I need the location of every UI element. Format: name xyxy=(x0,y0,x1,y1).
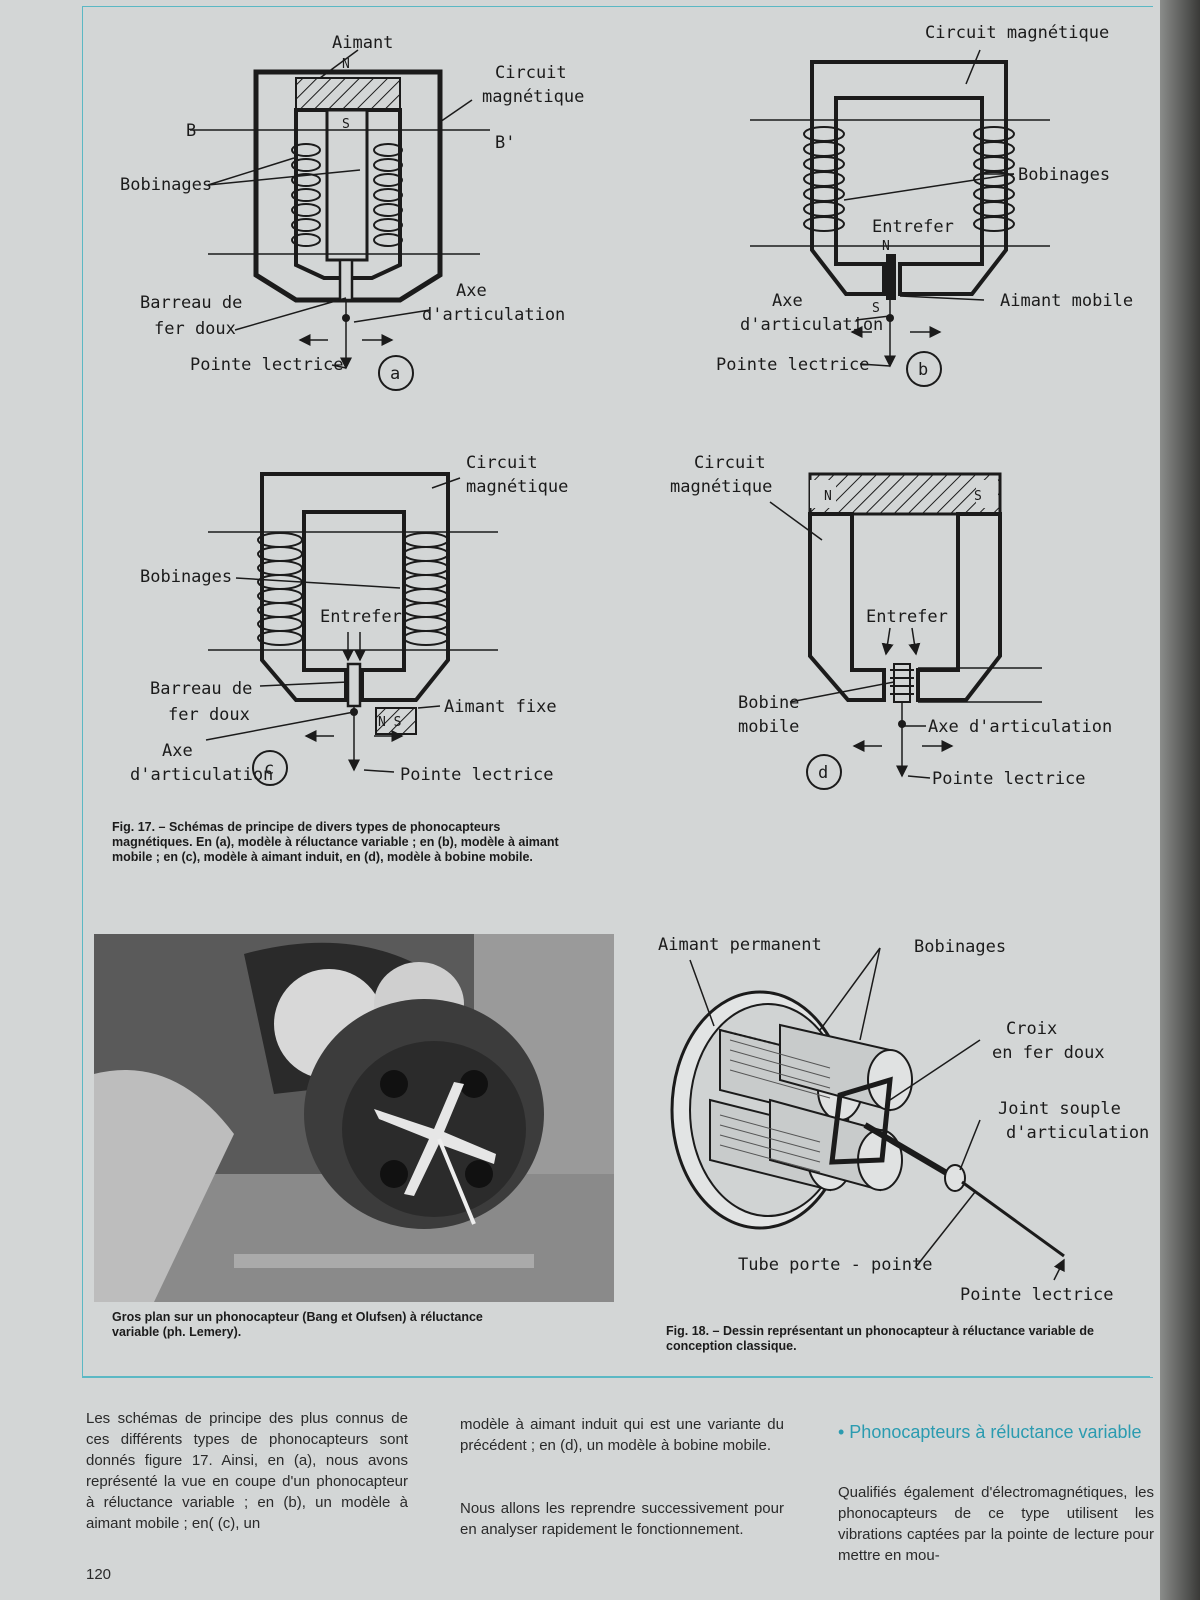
fig17b-label-aimant: Aimant mobile xyxy=(1000,291,1133,311)
fig17c-label-articulation: d'articulation xyxy=(130,765,273,785)
photo-caption: Gros plan sur un phonocapteur (Bang et O… xyxy=(112,1310,483,1339)
fig17c-label-bobinages: Bobinages xyxy=(140,567,232,587)
fig17a-label-b: B xyxy=(186,121,196,141)
fig17b-label-n: N xyxy=(882,239,890,254)
fig17c-letter: c xyxy=(264,759,274,779)
fig17d-label-mobile: mobile xyxy=(738,717,799,737)
body-column-2-p2: Nous allons les reprendre successivement… xyxy=(460,1500,784,1538)
fig17b-letter: b xyxy=(918,360,928,380)
fig18-label-fer-doux: en fer doux xyxy=(992,1043,1105,1063)
fig17a-label-aimant: Aimant xyxy=(332,33,393,53)
fig17a-label-n: N xyxy=(342,57,350,72)
fig17b-label-bobinages: Bobinages xyxy=(1018,165,1110,185)
section-heading: • Phonocapteurs à réluctance variable xyxy=(838,1422,1142,1442)
page-number: 120 xyxy=(86,1566,112,1583)
book-spine-shadow xyxy=(1160,0,1200,1600)
fig17a-label-circuit: Circuit xyxy=(495,63,567,83)
fig18-label-bobinages: Bobinages xyxy=(914,937,1006,957)
fig17a-label-axe: Axe xyxy=(456,281,487,301)
fig17d-label-entrefer: Entrefer xyxy=(866,607,948,627)
fig17b-label-pointe: Pointe lectrice xyxy=(716,355,870,375)
fig17c-label-axe: Axe xyxy=(162,741,193,761)
fig18-label-croix: Croix xyxy=(1006,1019,1057,1039)
fig17-diagram-c: Circuit magnétique Bobinages Entrefer Ba… xyxy=(130,453,568,786)
figure-frame xyxy=(82,6,1153,1378)
fig17a-label-barreau: Barreau de xyxy=(140,293,242,313)
fig18-label-pointe: Pointe lectrice xyxy=(960,1285,1114,1305)
fig18-label-articulation: d'articulation xyxy=(1006,1123,1149,1143)
fig17b-label-entrefer: Entrefer xyxy=(872,217,954,237)
fig17b-label-s: S xyxy=(872,301,880,316)
fig17a-label-articulation: d'articulation xyxy=(422,305,565,325)
fig17a-label-pointe: Pointe lectrice xyxy=(190,355,344,375)
fig17b-label-circuit: Circuit magnétique xyxy=(925,23,1109,43)
body-column-2-p1: modèle à aimant induit qui est une varia… xyxy=(460,1416,784,1454)
fig18-caption: Fig. 18. – Dessin représentant un phonoc… xyxy=(666,1324,1094,1353)
fig17c-label-circuit: Circuit xyxy=(466,453,538,473)
fig17-diagram-a: Aimant N S Circuit magnétique B B' Bobin… xyxy=(120,33,584,391)
fig18-label-joint: Joint souple xyxy=(998,1099,1121,1119)
fig17c-label-pointe: Pointe lectrice xyxy=(400,765,554,785)
fig17-diagram-b: Circuit magnétique Bobinages Entrefer N … xyxy=(716,23,1133,387)
fig17a-letter: a xyxy=(390,364,400,384)
phonocapteur-photo xyxy=(94,934,614,1302)
figure-frame-rule xyxy=(82,1376,1150,1377)
fig17a-label-s: S xyxy=(342,117,350,132)
fig18-diagram: Aimant permanent Bobinages Croix en fer … xyxy=(658,935,1149,1305)
fig17b-label-axe: Axe xyxy=(772,291,803,311)
fig17c-label-fer-doux: fer doux xyxy=(168,705,250,725)
fig17d-label-pointe: Pointe lectrice xyxy=(932,769,1086,789)
fig17b-label-articulation: d'articulation xyxy=(740,315,883,335)
book-page xyxy=(0,0,1160,1600)
fig17-caption: Fig. 17. – Schémas de principe de divers… xyxy=(112,820,559,864)
fig17-diagram-d: Circuit magnétique N S Entrefer Bobine m… xyxy=(670,453,1112,790)
body-column-1: Les schémas de principe des plus connus … xyxy=(86,1410,408,1532)
fig17d-label-magnetique: magnétique xyxy=(670,477,772,497)
fig17a-label-bobinages: Bobinages xyxy=(120,175,212,195)
fig17c-label-ns: N S xyxy=(378,715,401,730)
fig17c-label-entrefer: Entrefer xyxy=(320,607,402,627)
fig17c-label-magnetique: magnétique xyxy=(466,477,568,497)
fig17d-label-axe: Axe d'articulation xyxy=(928,717,1112,737)
fig17c-label-barreau: Barreau de xyxy=(150,679,252,699)
fig17a-label-fer-doux: fer doux xyxy=(154,319,236,339)
fig17d-label-n: N xyxy=(824,489,832,504)
fig17c-label-aimant: Aimant fixe xyxy=(444,697,557,717)
body-column-3: Qualifiés également d'électromagnétiques… xyxy=(838,1484,1154,1564)
fig17d-letter: d xyxy=(818,763,828,783)
fig17d-label-circuit: Circuit xyxy=(694,453,766,473)
fig18-label-tube: Tube porte - pointe xyxy=(738,1255,932,1275)
fig17d-label-s: S xyxy=(974,489,982,504)
fig17a-label-b-prime: B' xyxy=(495,133,515,153)
fig17a-label-magnetique: magnétique xyxy=(482,87,584,107)
fig17d-label-bobine: Bobine xyxy=(738,693,799,713)
fig18-label-aimant: Aimant permanent xyxy=(658,935,822,955)
